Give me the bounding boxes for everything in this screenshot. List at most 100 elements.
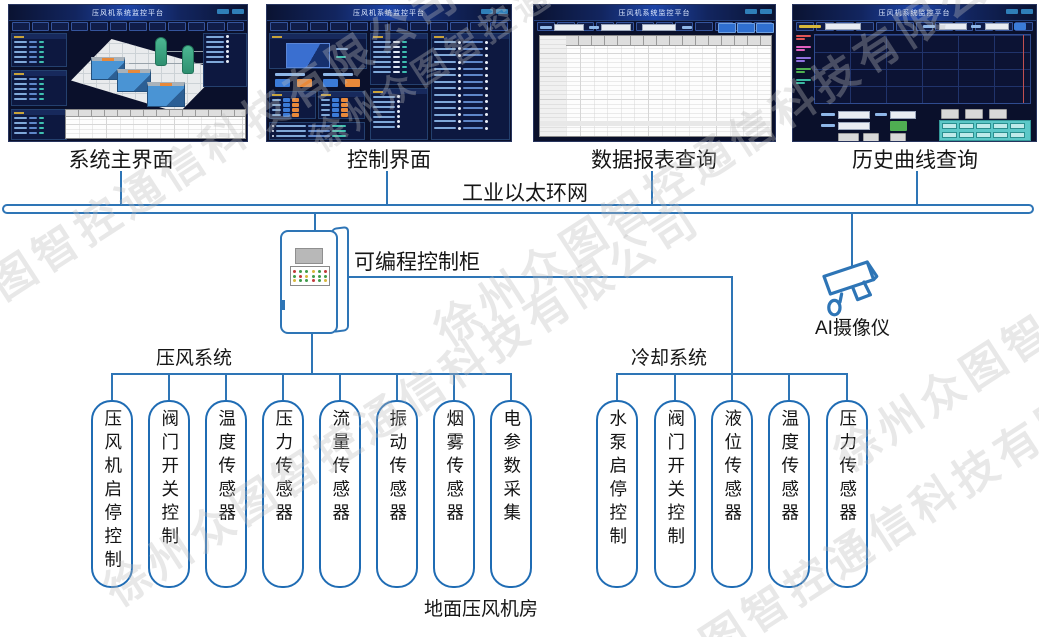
pipe — [129, 63, 209, 64]
nav-tab — [695, 22, 713, 31]
decor-row — [12, 59, 66, 64]
field-label — [589, 26, 599, 29]
stop-button — [345, 79, 360, 87]
nav-tab — [31, 22, 49, 31]
caption-report-query: 数据报表查询 — [591, 149, 717, 172]
air-drop-3 — [225, 374, 227, 400]
plc-screen — [295, 248, 323, 264]
panel-header — [270, 34, 366, 39]
decor-row — [204, 59, 246, 64]
field-label — [923, 25, 935, 28]
caption-main-ui: 系统主界面 — [68, 149, 174, 172]
screenshot4-title: 压风机系统监控平台 — [878, 9, 951, 17]
nav-tab — [310, 22, 328, 31]
reset-button — [838, 133, 859, 141]
air-node-7: 烟雾传感器 — [433, 400, 475, 588]
query-button — [890, 121, 907, 131]
event-table — [65, 109, 246, 139]
air-tank — [155, 37, 167, 66]
cooling-branch-label: 冷却系统 — [631, 348, 708, 369]
decor-row — [432, 118, 509, 125]
plc-to-cooling-line — [348, 276, 733, 278]
status-strip-panel — [269, 122, 365, 140]
caption-control-ui: 控制界面 — [347, 149, 431, 172]
field-label — [971, 25, 981, 28]
decor-row — [432, 92, 509, 99]
status-panel — [203, 33, 247, 87]
decor-row — [204, 39, 246, 44]
compressor-unit — [147, 82, 185, 107]
refresh-button — [1014, 23, 1026, 30]
nav-tab — [370, 22, 388, 31]
plc-slot — [282, 300, 285, 310]
decor-row — [204, 34, 246, 39]
cool-drop-2 — [674, 374, 676, 400]
titlebar-chip — [217, 9, 229, 14]
setpoint-panel — [370, 88, 428, 140]
legend-item — [796, 68, 811, 73]
decor-row — [371, 39, 427, 44]
chart-cursor — [1023, 35, 1024, 103]
nav-tab — [51, 22, 69, 31]
decor-row — [12, 39, 66, 44]
panel-header — [12, 71, 66, 76]
plc-cabinet — [280, 230, 338, 334]
air-drop-5 — [339, 374, 341, 400]
compressor-image-panel — [269, 33, 367, 69]
report-table — [539, 35, 772, 137]
back-button — [863, 133, 879, 141]
cool-drop-3 — [731, 374, 733, 400]
start-button — [323, 79, 338, 87]
decor-row — [432, 72, 509, 79]
decor-row — [12, 44, 66, 49]
air-branch-label: 压风系统 — [156, 348, 233, 369]
table-time-column — [540, 36, 566, 136]
nav-tab — [390, 22, 408, 31]
decor-row — [432, 46, 509, 53]
air-node-4: 压力传感器 — [262, 400, 304, 588]
compressor-photo — [286, 43, 330, 68]
table-header — [540, 36, 771, 46]
decor-row — [12, 120, 66, 125]
room-label: 地面压风机房 — [424, 599, 539, 620]
curve-toggle — [976, 123, 991, 129]
nav-tab — [490, 22, 508, 31]
zoom-in-button — [965, 109, 983, 119]
decor-row — [371, 64, 427, 69]
nav-tab — [270, 22, 288, 31]
export-button — [737, 23, 755, 33]
camera-label: AI摄像仪 — [815, 318, 890, 339]
zoom-out-button — [941, 109, 959, 119]
field-label — [821, 124, 835, 127]
decor-row — [270, 133, 364, 138]
air-node-8: 电参数采集 — [490, 400, 532, 588]
interval-input — [838, 122, 870, 130]
cool-node-5: 压力传感器 — [826, 400, 868, 588]
legend-item — [796, 46, 811, 51]
decor-row — [371, 124, 427, 129]
decor-row — [432, 59, 509, 66]
decor-row — [12, 91, 66, 96]
legend-item — [796, 57, 811, 62]
nav-tab — [350, 22, 368, 31]
forward-button — [890, 133, 906, 141]
nav-tab — [410, 22, 428, 31]
decor-row — [319, 112, 364, 117]
panel-header — [319, 92, 364, 97]
ai-camera-icon — [816, 254, 896, 318]
nav-tab — [207, 22, 225, 31]
decor-row — [371, 99, 427, 104]
nav-tab — [90, 22, 108, 31]
decor-row — [432, 105, 509, 112]
nav-tab — [187, 22, 205, 31]
start-button — [275, 79, 290, 87]
caption-history-curves: 历史曲线查询 — [852, 149, 978, 172]
nav-tab — [109, 22, 127, 31]
titlebar-chip — [1021, 9, 1033, 14]
air-branch-line — [111, 373, 512, 375]
decor-row — [432, 85, 509, 92]
panel-header — [270, 92, 315, 97]
field-label — [540, 26, 552, 29]
data-panel — [11, 33, 67, 67]
curve-toggle — [959, 123, 974, 129]
